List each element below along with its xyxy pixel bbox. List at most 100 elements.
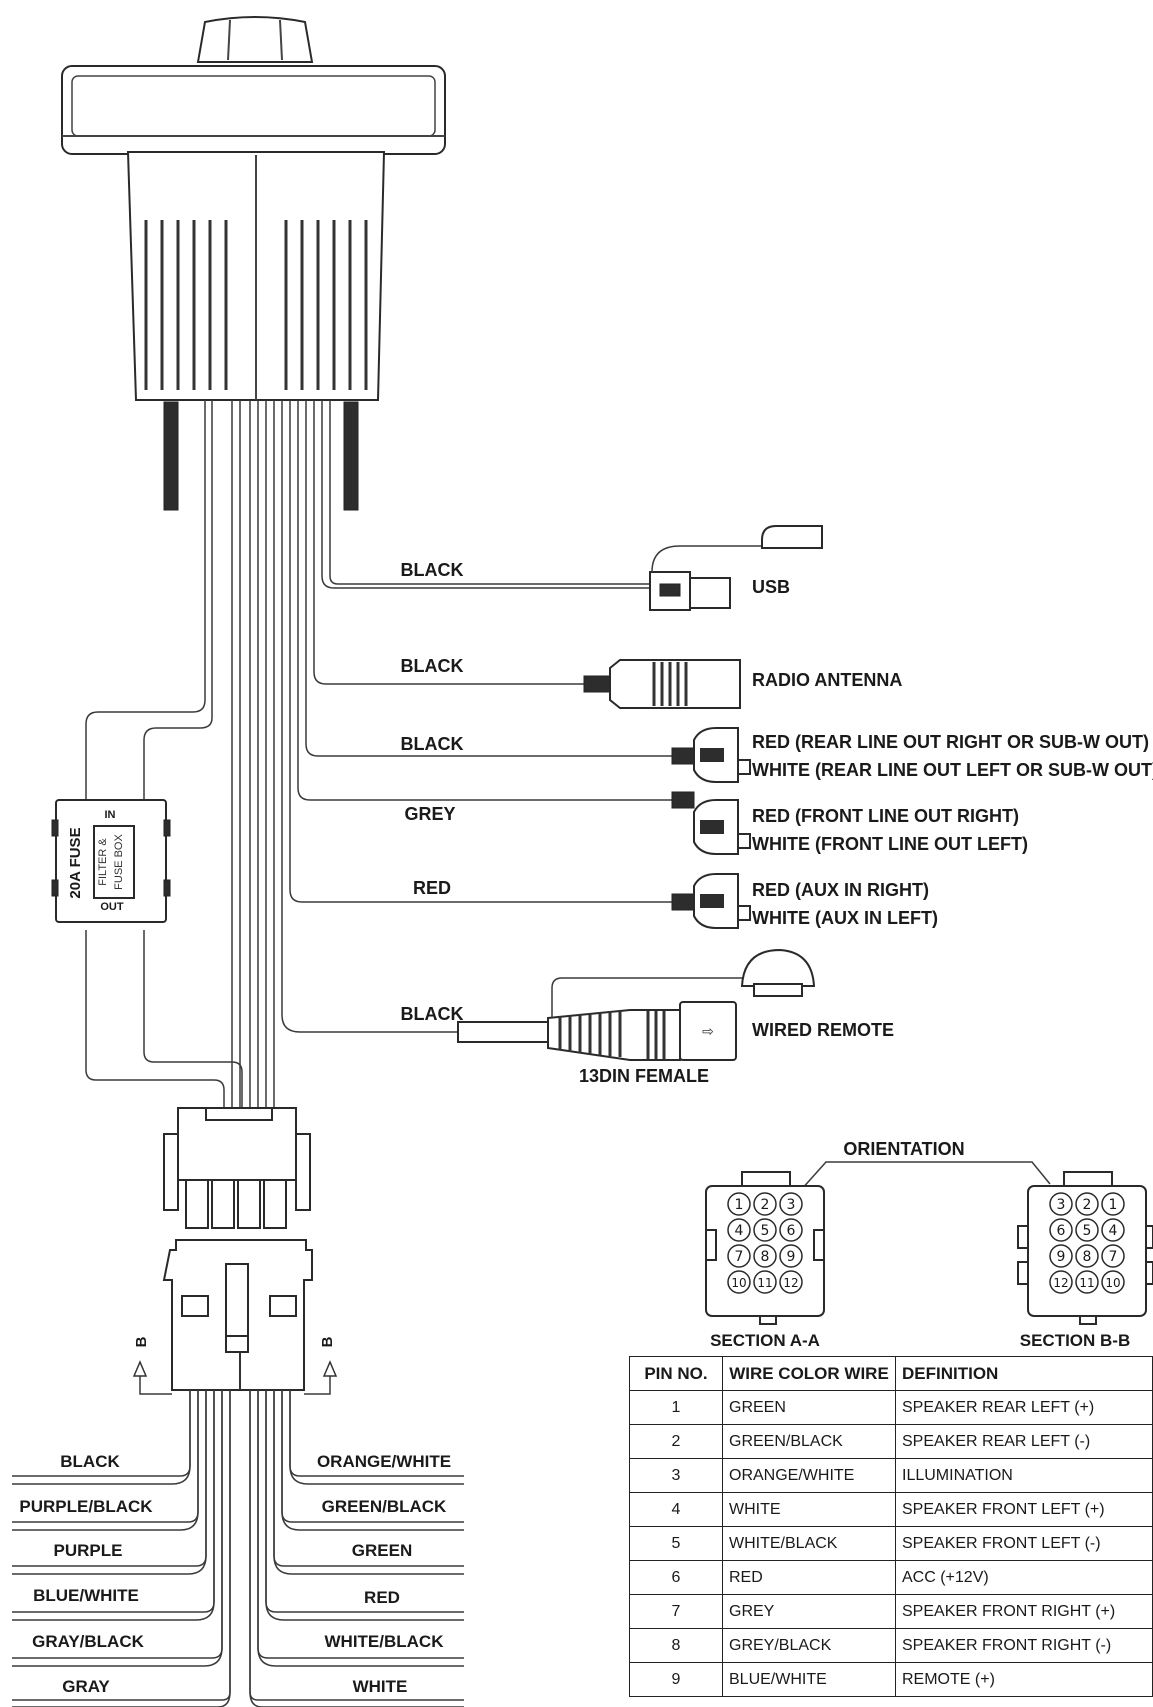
header-wire-color: WIRE COLOR WIRE [722, 1356, 896, 1391]
cell-wire-color: BLUE/WHITE [722, 1662, 896, 1697]
pin-circle [1101, 1244, 1125, 1268]
pin-circle [1049, 1218, 1073, 1242]
section-b-label: SECTION B-B [1020, 1331, 1131, 1350]
pin-circle [727, 1270, 751, 1294]
wire-label-aux: RED [413, 878, 451, 898]
harness-left-label-5: GRAY [62, 1677, 110, 1696]
cell-definition: REMOTE (+) [895, 1662, 1153, 1697]
pin-number: 8 [1083, 1249, 1092, 1265]
header-definition: DEFINITION [895, 1356, 1153, 1391]
pin-number: 1 [735, 1197, 744, 1213]
cell-wire-color: GREY [722, 1594, 896, 1629]
label-aux-red: RED (AUX IN RIGHT) [752, 880, 929, 900]
pin-number: 1 [1109, 1197, 1118, 1213]
pin-circle [727, 1244, 751, 1268]
harness-left-label-1: PURPLE/BLACK [19, 1497, 153, 1516]
cell-definition: SPEAKER FRONT LEFT (-) [895, 1526, 1153, 1561]
svg-text:⇨: ⇨ [702, 1024, 714, 1040]
wire-label-usb: BLACK [401, 560, 464, 580]
orientation-title: ORIENTATION [843, 1139, 964, 1159]
header-pin-no: PIN NO. [629, 1356, 723, 1391]
pin-number: 9 [787, 1249, 796, 1265]
pin-number: 5 [1083, 1223, 1092, 1239]
fuse-in-label: IN [105, 809, 116, 821]
harness-connector-male [163, 1107, 311, 1229]
pin-number: 4 [1109, 1223, 1118, 1239]
cell-wire-color: GREEN/BLACK [722, 1424, 896, 1459]
cell-pin-no: 7 [629, 1594, 723, 1629]
pin-circle [1075, 1218, 1099, 1242]
label-13din-female: 13DIN FEMALE [579, 1066, 709, 1086]
label-rear-white: WHITE (REAR LINE OUT LEFT OR SUB-W OUT) [752, 760, 1153, 780]
pin-circle [727, 1192, 751, 1216]
harness-right-label-0: ORANGE/WHITE [317, 1452, 451, 1471]
pin-circle [1049, 1270, 1073, 1294]
label-front-red: RED (FRONT LINE OUT RIGHT) [752, 806, 1019, 826]
cell-pin-no: 5 [629, 1526, 723, 1561]
pin-circle [753, 1192, 777, 1216]
cell-definition: SPEAKER REAR LEFT (+) [895, 1390, 1153, 1425]
pin-number: 12 [783, 1276, 798, 1290]
pin-circle [779, 1244, 803, 1268]
harness-left-label-4: GRAY/BLACK [32, 1632, 144, 1651]
cell-definition: SPEAKER FRONT LEFT (+) [895, 1492, 1153, 1527]
pin-circle [1075, 1192, 1099, 1216]
pin-number: 10 [731, 1276, 746, 1290]
pin-number: 6 [1057, 1223, 1066, 1239]
wire-label-antenna: BLACK [401, 656, 464, 676]
harness-right-label-3: RED [364, 1588, 400, 1607]
antenna-connector [583, 659, 741, 709]
label-usb: USB [752, 577, 790, 597]
harness-right-label-2: GREEN [352, 1541, 412, 1560]
cell-wire-color: ORANGE/WHITE [722, 1458, 896, 1493]
pin-number: 9 [1057, 1249, 1066, 1265]
wire-label-rear: BLACK [401, 734, 464, 754]
fuse-box-line1: FILTER & [97, 838, 109, 886]
pin-circle [779, 1270, 803, 1294]
harness-right-label-1: GREEN/BLACK [322, 1497, 447, 1516]
wire-label-remote: BLACK [401, 1004, 464, 1024]
pin-number: 3 [1057, 1197, 1066, 1213]
wire-bundle [85, 400, 672, 1108]
harness-connector-female: B B [132, 1239, 338, 1395]
cell-wire-color: WHITE/BLACK [722, 1526, 896, 1561]
pin-number: 2 [1083, 1197, 1092, 1213]
pin-circle [779, 1218, 803, 1242]
head-unit [61, 16, 446, 511]
cell-definition: SPEAKER REAR LEFT (-) [895, 1424, 1153, 1459]
cell-definition: ILLUMINATION [895, 1458, 1153, 1493]
pin-circle [1049, 1192, 1073, 1216]
pin-number: 11 [1079, 1276, 1094, 1290]
pin-circle [753, 1218, 777, 1242]
pin-number: 4 [735, 1223, 744, 1239]
rca-rear-connector [671, 727, 751, 783]
cell-wire-color: WHITE [722, 1492, 896, 1527]
cell-pin-no: 4 [629, 1492, 723, 1527]
harness-left-wires [12, 1390, 231, 1707]
usb-connector [649, 525, 823, 611]
cell-pin-no: 2 [629, 1424, 723, 1459]
cell-pin-no: 9 [629, 1662, 723, 1697]
cell-wire-color: GREEN [722, 1390, 896, 1425]
pin-circle [727, 1218, 751, 1242]
wire-label-front: GREY [404, 804, 455, 824]
label-rear-red: RED (REAR LINE OUT RIGHT OR SUB-W OUT) [752, 732, 1149, 752]
pin-circle [779, 1192, 803, 1216]
harness-left-label-2: PURPLE [54, 1541, 123, 1560]
table-header-row: PIN NO. WIRE COLOR WIRE DEFINITION [629, 1356, 1153, 1391]
rca-aux-connector [671, 873, 751, 929]
cell-definition: ACC (+12V) [895, 1560, 1153, 1595]
pin-number: 8 [761, 1249, 770, 1265]
label-wired-remote: WIRED REMOTE [752, 1020, 894, 1040]
pin-circle [1101, 1270, 1125, 1294]
pin-number: 7 [735, 1249, 744, 1265]
fuse-out-label: OUT [100, 901, 124, 913]
